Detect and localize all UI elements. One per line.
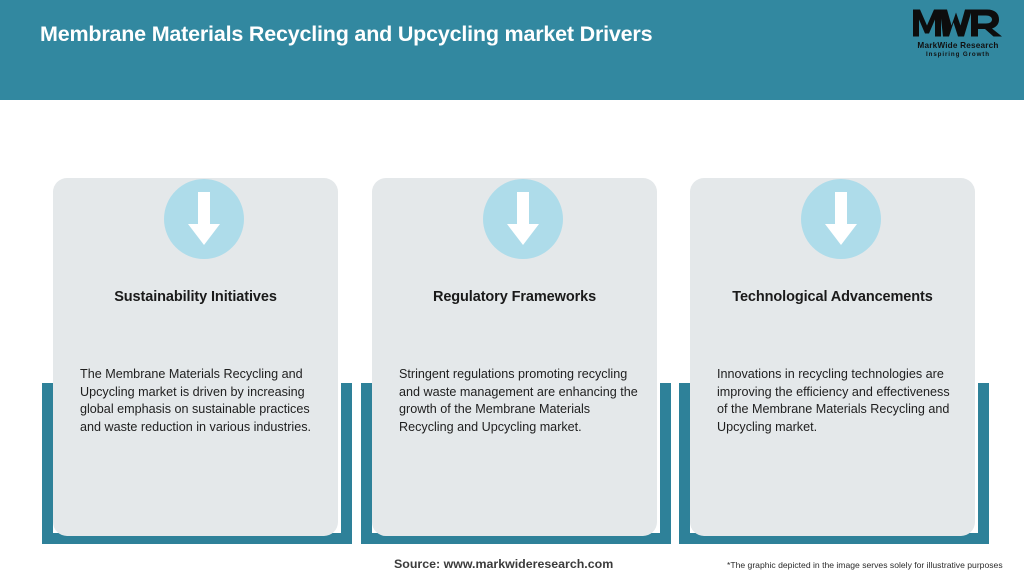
header-bar: Membrane Materials Recycling and Upcycli… (0, 0, 1024, 100)
icon-badge (801, 179, 881, 259)
driver-card-2[interactable]: Regulatory Frameworks Stringent regulati… (356, 140, 676, 550)
logo-company-name: MarkWide Research (917, 41, 999, 50)
disclaimer-note: *The graphic depicted in the image serve… (727, 560, 1003, 570)
card-title: Regulatory Frameworks (432, 289, 597, 305)
card-frame (679, 383, 989, 544)
arrow-down-icon (507, 192, 539, 245)
card-body-text: Innovations in recycling technologies ar… (717, 367, 950, 434)
card-body-text: Stringent regulations promoting recyclin… (399, 367, 638, 434)
card-title: Sustainability Initiatives (114, 289, 277, 305)
arrow-down-icon (825, 192, 857, 245)
driver-card-3[interactable]: Technological Advancements Innovations i… (674, 140, 994, 550)
card-panel: Sustainability Initiatives The Membrane … (53, 178, 338, 536)
company-logo: MarkWide Research Inspiring Growth (906, 6, 1010, 68)
page-title: Membrane Materials Recycling and Upcycli… (40, 22, 653, 46)
card-panel: Technological Advancements Innovations i… (690, 178, 975, 536)
card-frame (42, 383, 352, 544)
icon-badge (164, 179, 244, 259)
card-title: Technological Advancements (732, 289, 933, 305)
card-frame (361, 383, 671, 544)
source-label: Source: www.markwideresearch.com (394, 557, 614, 571)
icon-badge (483, 179, 563, 259)
arrow-down-icon (188, 192, 220, 245)
card-panel: Regulatory Frameworks Stringent regulati… (372, 178, 657, 536)
mwr-logo-icon (913, 9, 1002, 37)
logo-tagline: Inspiring Growth (926, 51, 990, 58)
card-body-text: The Membrane Materials Recycling and Upc… (80, 367, 312, 434)
driver-card-1[interactable]: Sustainability Initiatives The Membrane … (37, 140, 357, 550)
